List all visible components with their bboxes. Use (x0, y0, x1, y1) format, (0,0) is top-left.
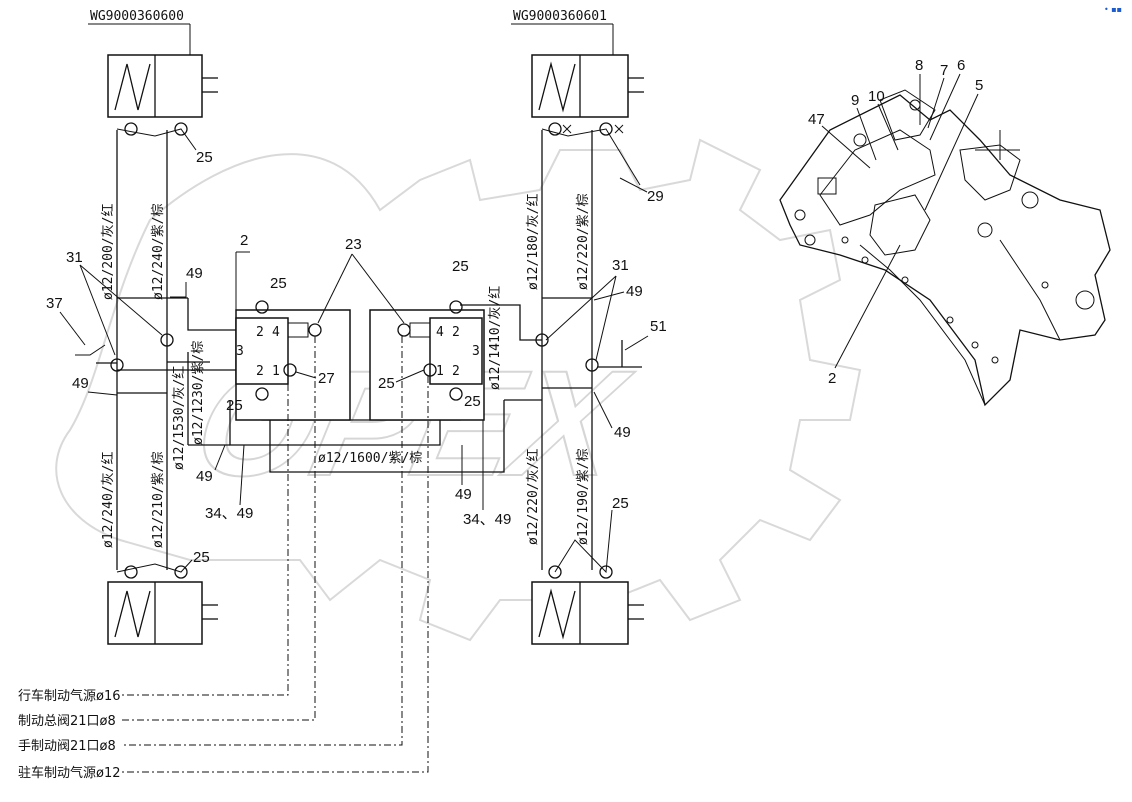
pipe-label-right-upper-a: ø12/180/灰/红 (525, 194, 541, 290)
callout-31: 31 (66, 249, 83, 266)
callout-49: 49 (72, 375, 89, 392)
callout-23: 23 (345, 236, 362, 253)
callout-49: 49 (455, 486, 472, 503)
callout-31: 31 (612, 257, 629, 274)
brake-chamber-bottom-left (107, 581, 218, 645)
callout-25: 25 (378, 375, 395, 392)
pipe-network (75, 130, 642, 570)
relay-valve-left: 2 4 3 2 1 (235, 300, 351, 421)
brake-chamber-bottom-right (531, 581, 644, 645)
legend-item: 制动总阀21口ø8 (18, 714, 116, 729)
callout-49: 49 (196, 468, 213, 485)
source-leaders (122, 336, 429, 773)
callout-34-49: 34、49 (463, 511, 511, 528)
frame-callouts: 47 9 10 8 7 6 5 2 (808, 57, 983, 387)
pipe-label-left-lower-a: ø12/240/灰/红 (100, 452, 116, 548)
callout-6: 6 (957, 57, 965, 74)
callout-25: 25 (196, 149, 213, 166)
valve-left-port-3: 3 (236, 344, 244, 359)
callout-2: 2 (828, 370, 836, 387)
pipe-label-right-upper-b: ø12/220/紫/棕 (576, 194, 591, 290)
pipe-label-left-upper-a: ø12/200/灰/红 (100, 204, 116, 300)
callout-10: 10 (868, 88, 885, 105)
watermark-gear (55, 138, 862, 642)
legend-item: 手制动阀21口ø8 (18, 739, 116, 754)
pipe-label-left-upper-b: ø12/240/紫/棕 (151, 204, 166, 300)
corner-mark: • ▪▪ (1104, 5, 1122, 14)
callout-49: 49 (626, 283, 643, 300)
callout-29: 29 (647, 188, 664, 205)
legend-item: 驻车制动气源ø12 (18, 765, 121, 781)
pipe-label-mid-a: ø12/1530/灰/红 (171, 366, 187, 470)
legend: 行车制动气源ø16 制动总阀21口ø8 手制动阀21口ø8 驻车制动气源ø12 (18, 688, 121, 781)
fittings (110, 122, 641, 579)
callout-37: 37 (46, 295, 63, 312)
callout-47: 47 (808, 111, 825, 128)
valve-right-port-2-top: 2 (452, 325, 460, 340)
callout-34-49: 34、49 (205, 505, 253, 522)
pipe-label-right-lower-a: ø12/220/灰/红 (525, 449, 541, 545)
brake-chamber-top-left (107, 54, 218, 118)
callout-49: 49 (614, 424, 631, 441)
callout-25: 25 (464, 393, 481, 410)
pipe-label-right-lower-b: ø12/190/紫/棕 (576, 449, 591, 545)
valve-right-port-4: 4 (436, 325, 444, 340)
callouts: 25 29 31 49 37 49 2 23 25 25 27 25 25 25… (46, 149, 667, 566)
callout-25: 25 (452, 258, 469, 275)
valve-right-port-2-bottom: 2 (452, 364, 460, 379)
valve-left-port-1: 1 (272, 364, 280, 379)
pipe-label-bottom-horizontal: ø12/1600/紫/棕 (318, 451, 422, 466)
pipe-labels: ø12/200/灰/红 ø12/240/紫/棕 ø12/240/灰/红 ø12/… (100, 194, 591, 548)
callout-25: 25 (270, 275, 287, 292)
pipe-label-left-lower-b: ø12/210/紫/棕 (151, 452, 166, 548)
callout-9: 9 (851, 92, 859, 109)
pipe-label-mid-b: ø12/1230/紫/棕 (191, 341, 206, 445)
frame-isometric-view (779, 89, 1111, 407)
brake-chamber-top-right (531, 54, 644, 118)
callout-51: 51 (650, 318, 667, 335)
callout-49: 49 (186, 265, 203, 282)
valve-left-port-2-top: 2 (256, 325, 264, 340)
callout-7: 7 (940, 62, 948, 79)
callout-2: 2 (240, 232, 248, 249)
valve-left-port-2-bottom: 2 (256, 364, 264, 379)
part-number-left: WG9000360600 (90, 9, 184, 24)
callout-25: 25 (193, 549, 210, 566)
valve-right-port-1: 1 (436, 364, 444, 379)
valve-left-port-4: 4 (272, 325, 280, 340)
pipe-label-mid-c: ø12/1410/灰/红 (487, 286, 503, 390)
relay-valve-right: 4 2 3 1 2 (369, 300, 485, 421)
callout-25: 25 (612, 495, 629, 512)
callout-5: 5 (975, 77, 983, 94)
legend-item: 行车制动气源ø16 (18, 688, 121, 704)
valve-right-port-3: 3 (472, 344, 480, 359)
part-number-right: WG9000360601 (513, 9, 607, 24)
callout-8: 8 (915, 57, 923, 74)
callout-27: 27 (318, 370, 335, 387)
callout-25: 25 (226, 397, 243, 414)
